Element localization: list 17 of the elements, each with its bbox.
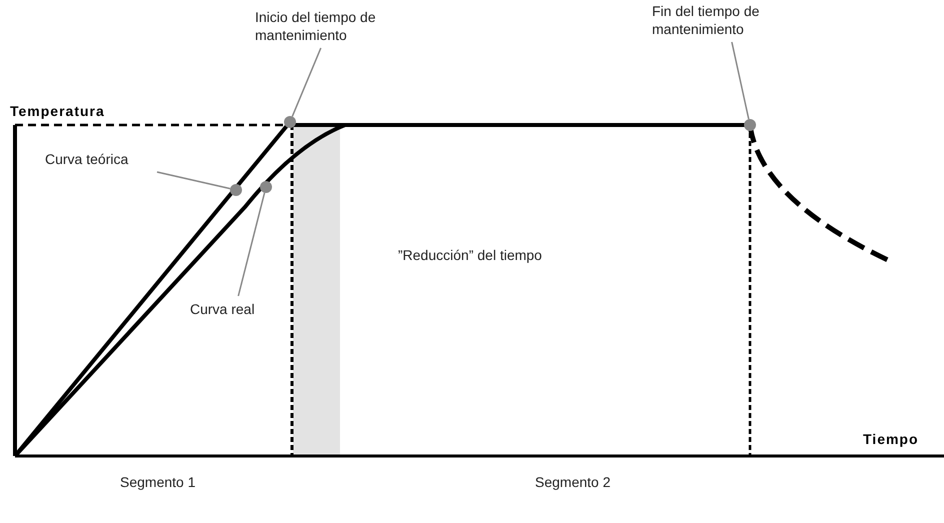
annotation-text: Curva real bbox=[190, 300, 280, 318]
axis-label: Temperatura bbox=[10, 102, 105, 120]
annotation-text: Curva teórica bbox=[45, 150, 155, 168]
marker-dot bbox=[260, 181, 272, 193]
segment-label: Segmento 2 bbox=[535, 473, 610, 491]
annotation-text: Fin del tiempo de mantenimiento bbox=[652, 2, 802, 38]
marker-dot bbox=[230, 184, 242, 196]
annotation-text: Inicio del tiempo de mantenimiento bbox=[255, 8, 405, 44]
marker-dot bbox=[284, 116, 296, 128]
leader-line bbox=[156, 171, 230, 190]
axis-label: Tiempo bbox=[863, 430, 919, 448]
leader-line bbox=[731, 42, 750, 120]
region-label: ”Reducción” del tiempo bbox=[398, 246, 542, 264]
leader-line bbox=[292, 48, 322, 117]
leader-line bbox=[238, 192, 266, 296]
segment-label: Segmento 1 bbox=[120, 473, 196, 491]
marker-dot bbox=[744, 119, 756, 131]
